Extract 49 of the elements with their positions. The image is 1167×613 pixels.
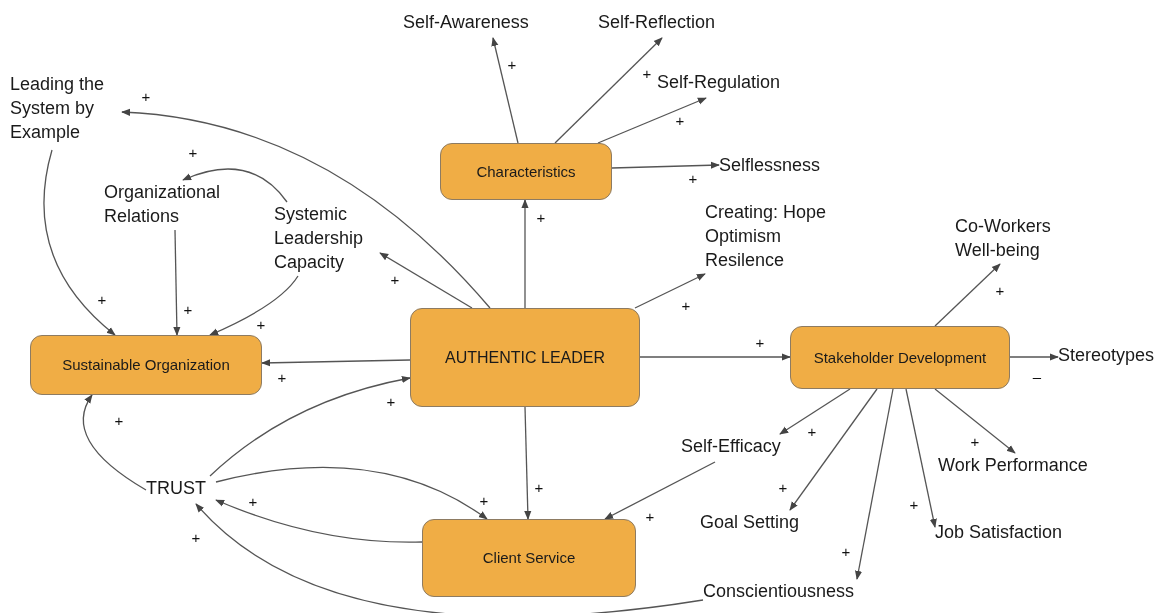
rounded-box: AUTHENTIC LEADER: [410, 308, 640, 407]
arrow: [1009, 353, 1059, 361]
node-text: Creating: Hope Optimism Resilence: [705, 200, 847, 274]
arrow: [639, 353, 791, 361]
node-text: Leading the System by Example: [10, 72, 122, 150]
arrow: [182, 168, 288, 203]
arrow: [934, 263, 1001, 327]
node-text: Co-Workers Well-being: [955, 214, 1069, 264]
arrow: [173, 229, 181, 336]
node-text: Selflessness: [719, 153, 835, 181]
node-text: Self-Efficacy: [681, 434, 795, 462]
node-text: Work Performance: [938, 453, 1108, 481]
arrow: [854, 388, 894, 580]
arrow: [634, 273, 706, 309]
node-text: Systemic Leadership Capacity: [274, 202, 380, 276]
node-text: Stereotypes: [1058, 343, 1166, 371]
arrow: [195, 503, 704, 613]
arrow: [43, 149, 116, 336]
arrow: [261, 359, 411, 367]
node-text: Self-Regulation: [657, 70, 797, 98]
arrow: [491, 37, 519, 144]
arrow: [524, 406, 532, 520]
arrow: [209, 376, 411, 477]
arrow: [597, 97, 707, 144]
arrow: [611, 161, 720, 169]
arrow: [521, 199, 529, 309]
rounded-box: Stakeholder Development: [790, 326, 1010, 389]
arrow: [121, 109, 491, 309]
arrow: [215, 466, 488, 520]
arrow: [82, 394, 147, 491]
arrow: [209, 275, 299, 336]
arrow: [905, 388, 937, 528]
rounded-box: Characteristics: [440, 143, 612, 200]
rounded-box: Client Service: [422, 519, 636, 597]
arrow: [604, 461, 716, 520]
arrow: [779, 388, 851, 435]
arrow: [789, 388, 878, 511]
arrow: [379, 252, 473, 309]
node-text: Self-Reflection: [598, 10, 732, 38]
node-text: Job Satisfaction: [935, 520, 1081, 548]
arrow: [215, 499, 423, 543]
node-text: Organizational Relations: [104, 180, 240, 230]
node-text: Conscientiousness: [703, 579, 875, 607]
node-text: TRUST: [146, 476, 216, 504]
arrow: [554, 37, 663, 144]
rounded-box: Sustainable Organization: [30, 335, 262, 395]
arrow: [934, 388, 1016, 454]
node-text: Self-Awareness: [403, 10, 545, 38]
node-text: Goal Setting: [700, 510, 814, 538]
